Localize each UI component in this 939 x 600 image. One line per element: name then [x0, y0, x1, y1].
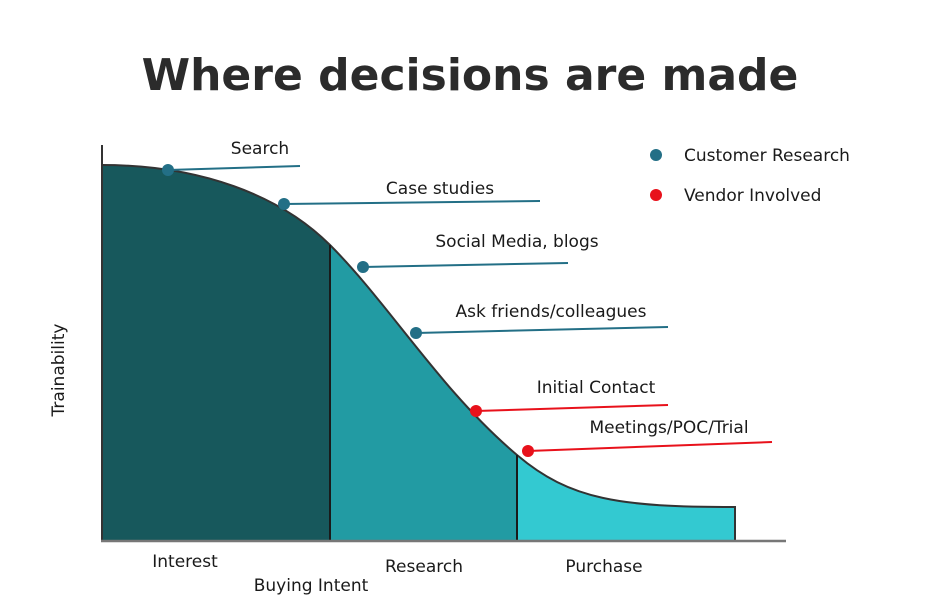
- callout-dot: [410, 327, 422, 339]
- callout-line: [415, 326, 669, 334]
- callout-label: Initial Contact: [537, 378, 656, 398]
- x-label-research: Research: [385, 557, 463, 577]
- legend-customer-dot: [650, 149, 662, 161]
- callout-dot: [162, 164, 174, 176]
- legend-customer-label: Customer Research: [684, 146, 850, 166]
- diagram-title: Where decisions are made: [142, 50, 799, 101]
- legend: Customer Research Vendor Involved: [650, 146, 850, 206]
- trainability-curve: [101, 164, 736, 541]
- x-label-purchase: Purchase: [565, 557, 642, 577]
- callout: Ask friends/colleagues: [410, 302, 669, 339]
- callout-label: Social Media, blogs: [435, 232, 598, 252]
- callout-label: Search: [231, 139, 289, 159]
- callout: Meetings/POC/Trial: [522, 418, 773, 457]
- x-label-buying-intent: Buying Intent: [254, 576, 369, 596]
- callout-dot: [522, 445, 534, 457]
- callout-dot: [278, 198, 290, 210]
- purchase-area: [517, 455, 735, 541]
- y-axis-label: Trainability: [49, 324, 69, 418]
- callout-dot: [357, 261, 369, 273]
- interest-area: [102, 165, 330, 541]
- callout-line: [283, 200, 541, 205]
- callout-line: [475, 404, 669, 412]
- research-area: [330, 245, 517, 541]
- callout-line: [167, 165, 301, 171]
- callout-line: [362, 262, 569, 268]
- x-label-interest: Interest: [152, 552, 218, 572]
- callout-label: Meetings/POC/Trial: [589, 418, 748, 438]
- callout: Search: [162, 139, 301, 176]
- callout-line: [527, 441, 773, 452]
- callout-dot: [470, 405, 482, 417]
- callout: Social Media, blogs: [357, 232, 599, 273]
- legend-vendor-dot: [650, 189, 662, 201]
- callout-label: Case studies: [386, 179, 494, 199]
- legend-vendor-label: Vendor Involved: [684, 186, 821, 206]
- callout: Initial Contact: [470, 378, 669, 417]
- callout-label: Ask friends/colleagues: [456, 302, 647, 322]
- callout: Case studies: [278, 179, 541, 210]
